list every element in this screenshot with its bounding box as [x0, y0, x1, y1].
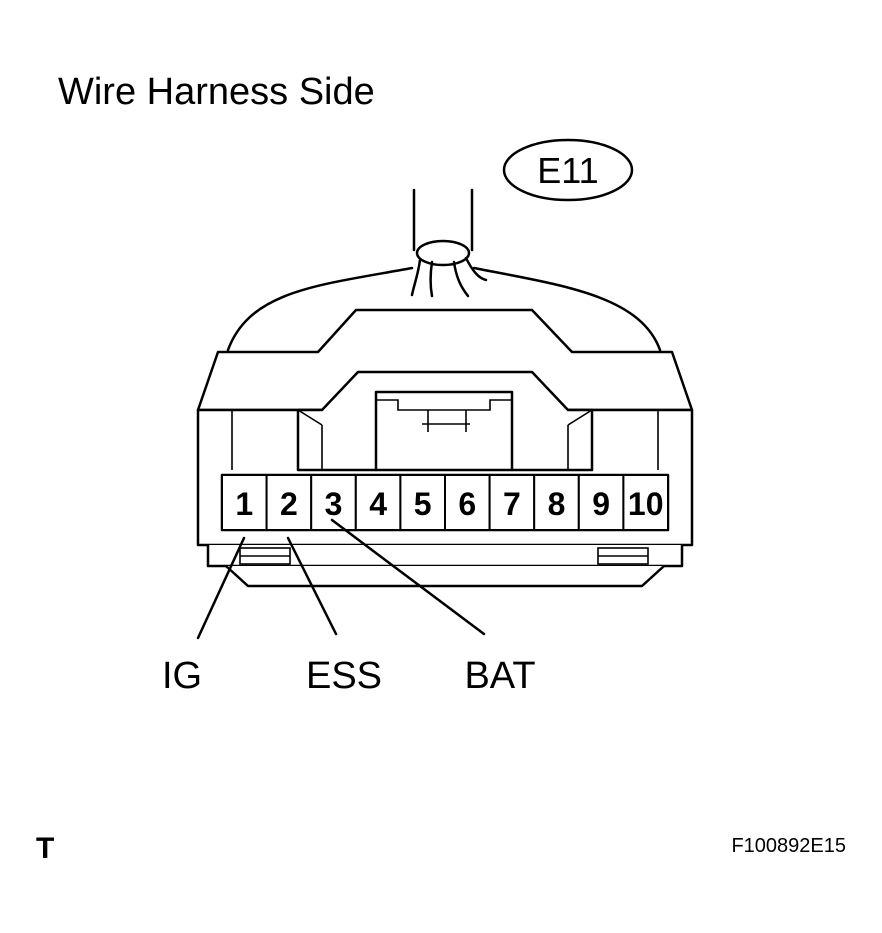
page-title: Wire Harness Side: [58, 71, 375, 113]
pin-cell-6: 6: [444, 474, 491, 531]
pin-cell-box: [533, 474, 580, 531]
leader-line-pin-2: [286, 536, 338, 636]
pin-number: 4: [369, 486, 387, 522]
leader-line-pin-3: [330, 518, 486, 636]
pin-number: 5: [414, 486, 432, 522]
connector-id-label: E11: [537, 150, 598, 191]
pin-cell-8: 8: [533, 474, 580, 531]
signal-label-ess: ESS: [306, 655, 382, 697]
pin-number: 9: [592, 486, 610, 522]
pin-number: 1: [235, 486, 253, 522]
pin-number: 2: [280, 486, 298, 522]
pin-number: 3: [325, 486, 343, 522]
connector-body: [196, 308, 694, 588]
pin-cell-5: 5: [399, 474, 446, 531]
pin-cell-9: 9: [577, 474, 625, 531]
pin-number: 7: [503, 486, 521, 522]
pin-cell-box: [265, 474, 313, 531]
pin-cell-2: 2: [265, 474, 313, 531]
signal-label-ig: IG: [162, 655, 202, 697]
pin-cell-1: 1: [221, 474, 268, 531]
leader-line-pin-1: [196, 536, 246, 640]
footer-left-code: T: [36, 832, 54, 865]
pin-cell-7: 7: [488, 474, 536, 531]
signal-label-bat: BAT: [464, 655, 535, 697]
pin-cell-box: [622, 474, 670, 531]
figure-id: F100892E15: [731, 835, 846, 857]
leader-lines: [196, 518, 486, 640]
pin-cell-4: 4: [354, 474, 402, 531]
pin-cell-box: [577, 474, 625, 531]
pin-number: 10: [628, 486, 664, 522]
connector-id-badge: E11: [502, 138, 634, 202]
wire-bundle: [226, 188, 662, 352]
pin-cell-box: [488, 474, 536, 531]
pin-number: 6: [458, 486, 476, 522]
connector-id-ellipse: [502, 138, 634, 202]
pin-number: 8: [548, 486, 566, 522]
pin-cell-10: 10: [622, 474, 670, 531]
pin-cell-box: [444, 474, 491, 531]
